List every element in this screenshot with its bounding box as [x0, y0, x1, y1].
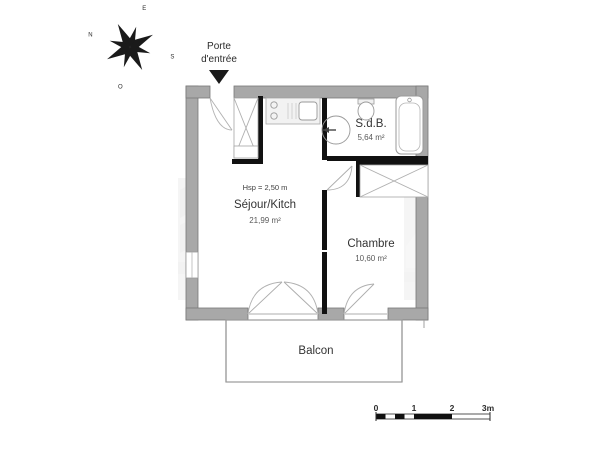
entry-door-arrow-icon [209, 70, 229, 84]
entry-door-swing [209, 97, 233, 131]
hob-burner-icon [270, 101, 278, 109]
scale-tick-2: 2 [450, 403, 455, 413]
scale-tick-0: 0 [374, 403, 379, 413]
room-area-sejour-kitch: 21,99 m² [249, 216, 281, 225]
room-area-sdb: 5,64 m² [357, 133, 384, 142]
scale-tick-3: 3m [482, 403, 495, 413]
room-label-sdb: S.d.B. [355, 118, 386, 130]
room-label-chambre: Chambre [347, 238, 394, 250]
entry-door-label-line2: d'entrée [201, 54, 237, 65]
scale-bar: 0 1 2 3m [374, 403, 495, 421]
compass-north-label: N [88, 32, 92, 38]
toilet-bowl-icon [357, 101, 375, 121]
bedroom-door-swing [326, 165, 353, 191]
room-labels: Hsp = 2,50 m Séjour/Kitch 21,99 m² S.d.B… [234, 118, 395, 357]
entry-door-annotation: Porte d'entrée [201, 41, 237, 84]
room-label-balcon: Balcon [298, 345, 333, 357]
bedroom-closet [359, 164, 429, 198]
kitchen-fixtures [265, 97, 321, 125]
bathroom-fixtures [357, 95, 424, 155]
room-label-sejour-kitch: Séjour/Kitch [234, 199, 296, 211]
window-left-wall [185, 251, 199, 279]
entry-door-label-line1: Porte [207, 41, 231, 52]
scale-tick-1: 1 [412, 403, 417, 413]
exterior-walls [185, 85, 429, 323]
french-doors-to-balcony [247, 281, 425, 328]
room-area-chambre: 10,60 m² [355, 254, 387, 263]
compass-rose: N E S O [88, 6, 174, 90]
compass-west-label: O [118, 84, 123, 90]
bathtub-drain-icon [407, 97, 412, 103]
compass-east-label: E [142, 6, 146, 12]
balcony-outline [225, 319, 403, 383]
hob-burner-icon [270, 112, 278, 120]
interior-walls [232, 96, 428, 314]
bathroom-door-swing [321, 115, 351, 145]
ceiling-height-label: Hsp = 2,50 m [243, 183, 288, 192]
compass-south-label: S [170, 54, 174, 60]
entry-closet [233, 97, 259, 159]
